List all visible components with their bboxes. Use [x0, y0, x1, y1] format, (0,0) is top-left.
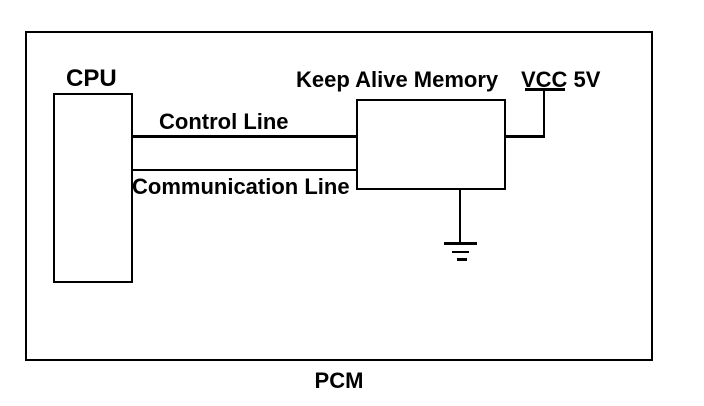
cpu-label: CPU: [66, 65, 117, 92]
ground-bar-bottom: [457, 258, 467, 261]
vcc-wire-horizontal: [506, 135, 545, 138]
vcc-rail-bar: [525, 88, 565, 91]
pcm-caption: PCM: [314, 368, 364, 393]
control-line-label: Control Line: [159, 109, 289, 134]
ground-bar-top: [444, 242, 477, 245]
vcc-wire-vertical: [543, 90, 545, 137]
keep-alive-memory-label: Keep Alive Memory: [296, 67, 499, 92]
control-line-wire: [133, 135, 356, 138]
vcc-label: VCC 5V: [521, 67, 601, 92]
ground-stem: [459, 190, 461, 243]
communication-line-label: Communication Line: [132, 174, 350, 199]
ground-bar-middle: [452, 251, 469, 253]
communication-line-wire: [133, 169, 356, 171]
cpu-block: [53, 93, 133, 283]
keep-alive-memory-block: [356, 99, 506, 190]
